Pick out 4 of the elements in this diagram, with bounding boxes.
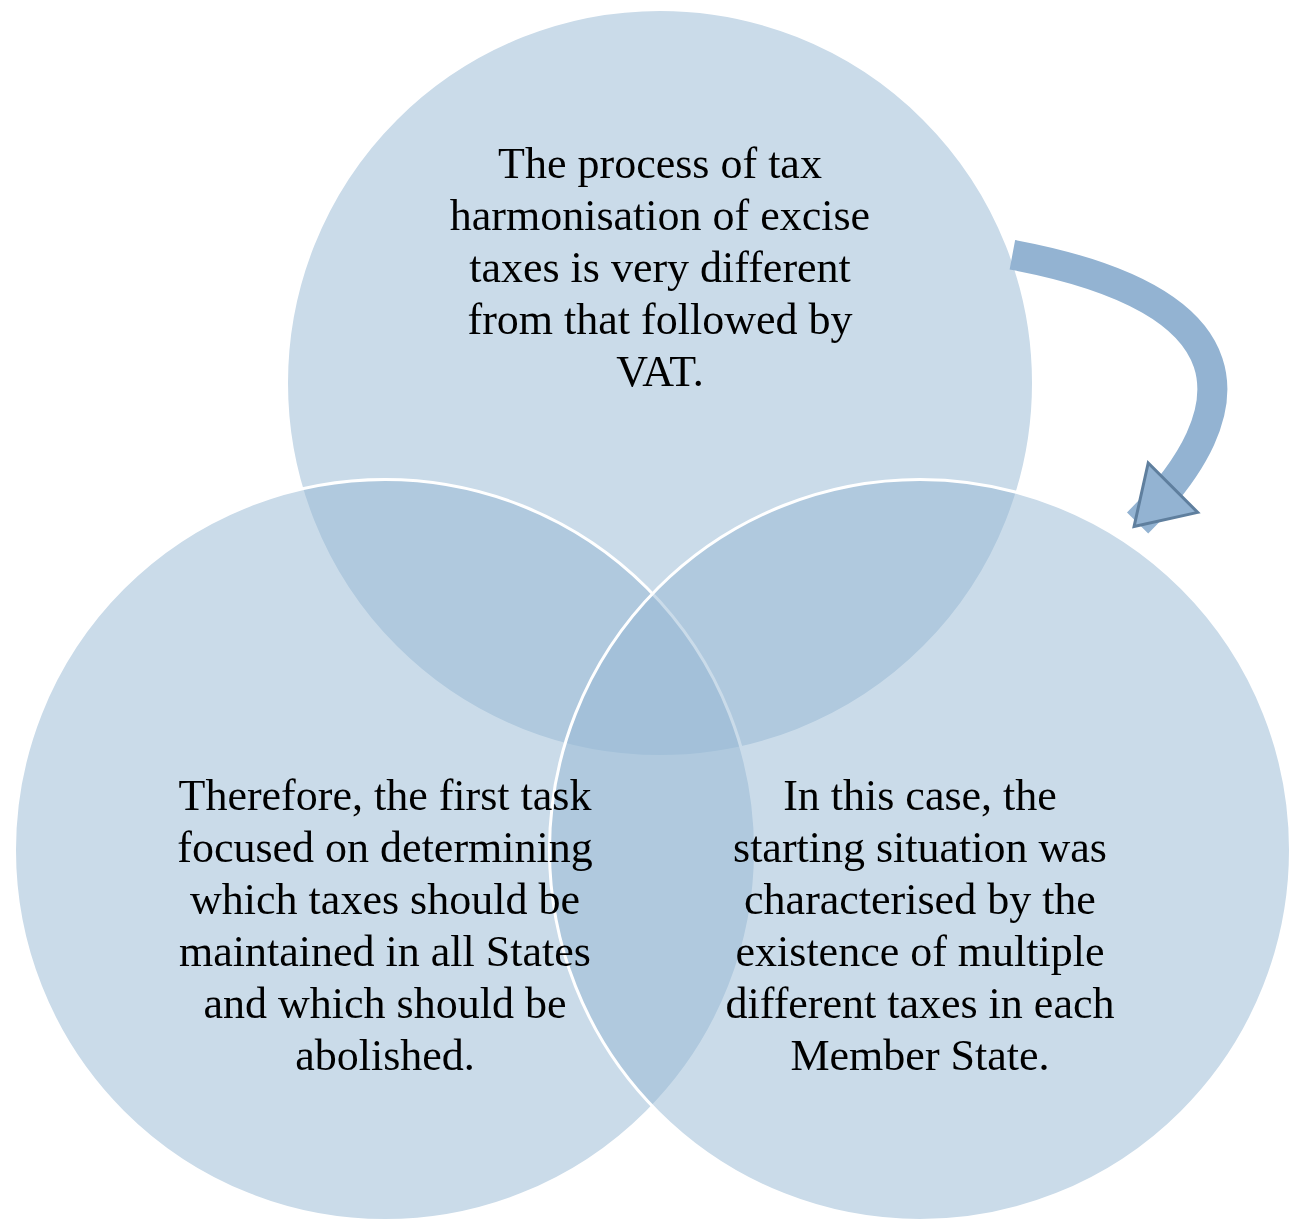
- curved-arrow: [1009, 240, 1228, 534]
- circle-text: In this case, the starting situation was characterised by the existence of multiple different taxes in each Member State.: [724, 770, 1116, 1082]
- circle-text: Therefore, the first task focused on determining which taxes should be maintained in all States and which should be abolished.: [176, 770, 594, 1082]
- circle-text: The process of tax harmonisation of excise taxes is very different from that followed by VAT.: [448, 138, 872, 398]
